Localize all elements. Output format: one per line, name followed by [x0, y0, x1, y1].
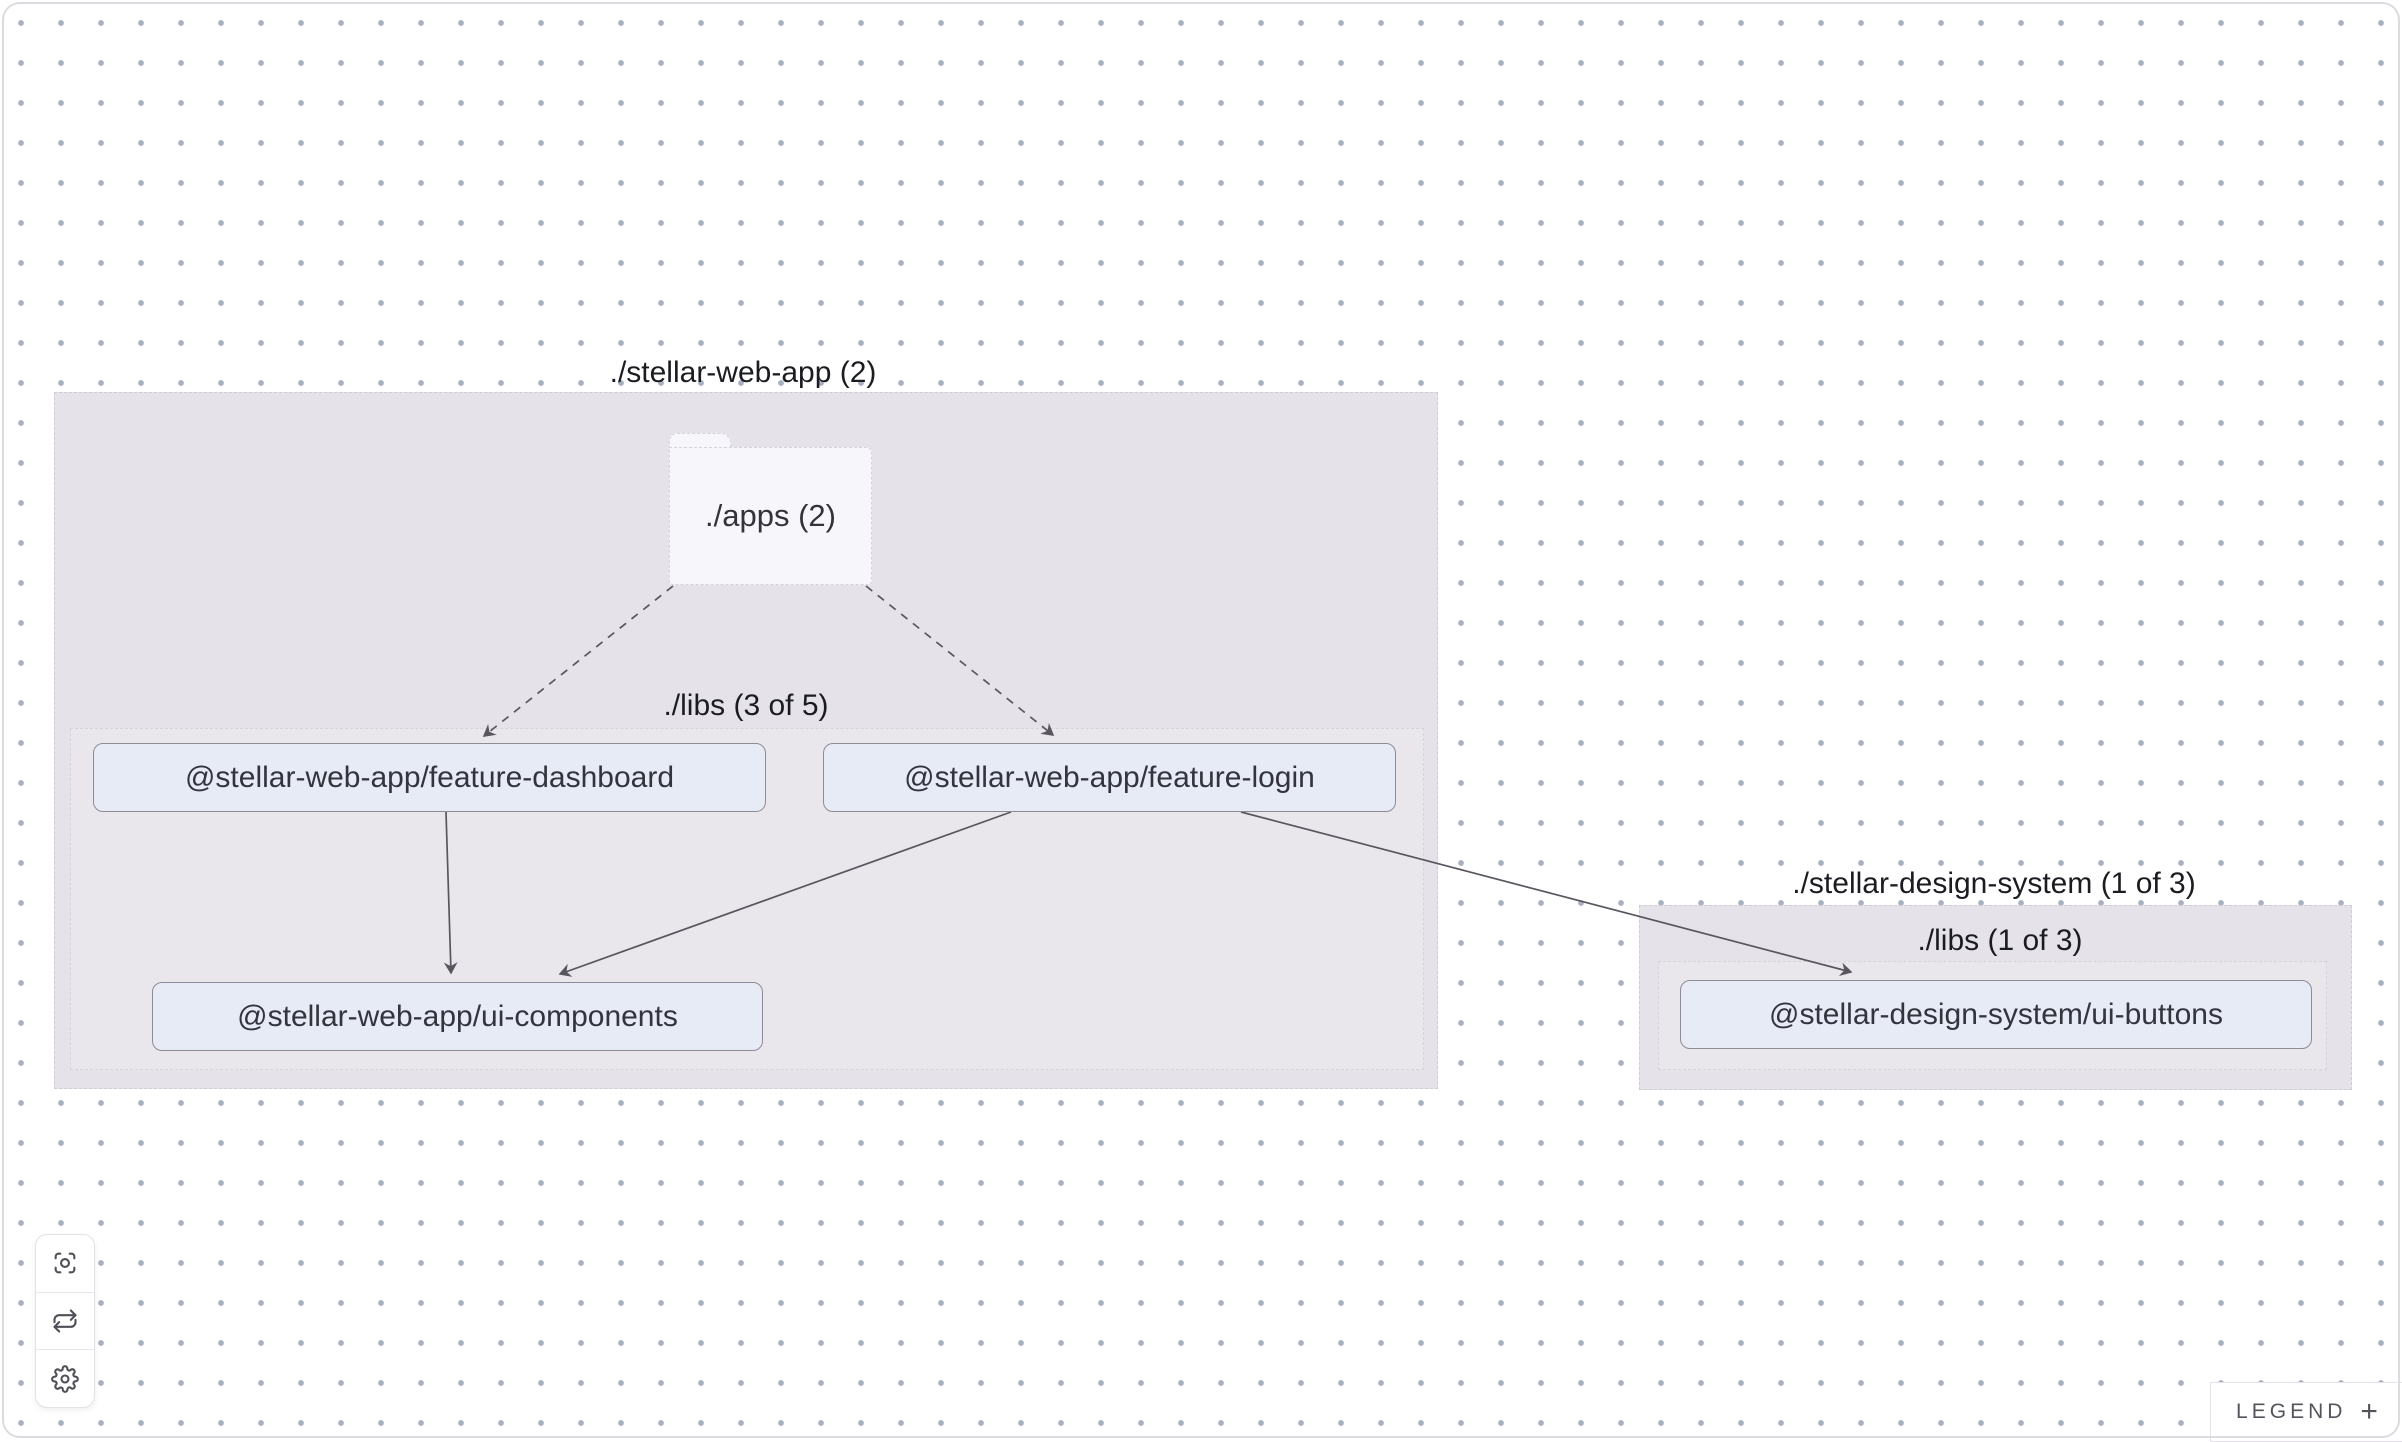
legend-toggle[interactable]: LEGEND +: [2210, 1382, 2402, 1442]
settings-gear-icon: [51, 1364, 79, 1393]
label-web-app-libs: ./libs (3 of 5): [663, 689, 829, 722]
group-title-stellar-design-system: ./stellar-design-system (1 of 3): [1792, 867, 2196, 900]
node-ui-buttons-label: @stellar-design-system/ui-buttons: [1769, 997, 2223, 1031]
group-title-stellar-web-app: ./stellar-web-app (2): [609, 356, 877, 389]
node-feature-dashboard-label: @stellar-web-app/feature-dashboard: [184, 760, 675, 794]
label-design-system-libs: ./libs (1 of 3): [1917, 924, 2083, 957]
refresh-icon: [53, 1309, 77, 1333]
apps-folder-label: ./apps (2): [705, 498, 836, 533]
focus-icon: [54, 1252, 76, 1274]
graph-settings-button[interactable]: [36, 1349, 94, 1407]
node-apps-folder[interactable]: ./apps (2): [669, 447, 872, 585]
refresh-graph-button[interactable]: [36, 1291, 94, 1350]
node-ui-components-label: @stellar-web-app/ui-components: [237, 999, 678, 1033]
center-graph-button[interactable]: [36, 1235, 94, 1292]
node-feature-login-label: @stellar-web-app/feature-login: [904, 760, 1315, 794]
node-feature-login[interactable]: @stellar-web-app/feature-login: [823, 743, 1396, 812]
graph-controls: [35, 1234, 95, 1408]
node-ui-buttons[interactable]: @stellar-design-system/ui-buttons: [1680, 980, 2312, 1049]
legend-expand-plus-icon: +: [2360, 1395, 2378, 1428]
node-ui-components[interactable]: @stellar-web-app/ui-components: [152, 982, 763, 1051]
node-feature-dashboard[interactable]: @stellar-web-app/feature-dashboard: [93, 743, 766, 812]
legend-label: LEGEND: [2236, 1400, 2347, 1423]
